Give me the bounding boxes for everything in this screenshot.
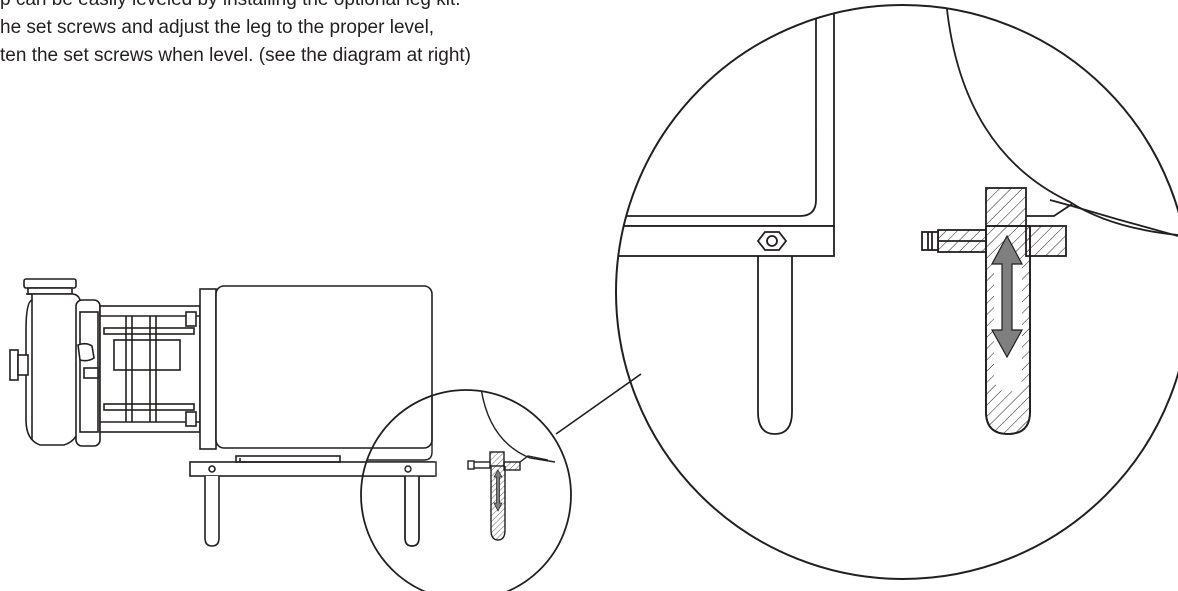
- leg-right: [404, 476, 420, 547]
- instruction-line-3: ten the set screws when level. (see the …: [0, 45, 472, 66]
- fan-shroud-curve: [945, 5, 1178, 236]
- large-detail-callout: [615, 4, 1178, 580]
- motor-housing-edge: [616, 5, 817, 217]
- pump-casing: [25, 293, 81, 446]
- instruction-text: p can be easily leveled by installing th…: [0, 0, 471, 70]
- instruction-line-2: he set screws and adjust the leg to the …: [0, 17, 435, 38]
- large-detail-circle: [615, 4, 1178, 580]
- motor-flange: [199, 288, 217, 450]
- leg-slot-left: [757, 256, 793, 435]
- instruction-line-1: p can be easily leveled by installing th…: [0, 0, 471, 14]
- inlet-flange: [23, 278, 77, 289]
- adjust-arrow-icon: [990, 234, 1024, 359]
- leg-left: [204, 476, 220, 547]
- base-plate-detail: [616, 225, 835, 257]
- leveling-nut: [756, 231, 788, 251]
- bracket-block: [985, 187, 1027, 227]
- discharge-flange: [9, 349, 19, 381]
- pump-assembly: [9, 278, 435, 547]
- motor-body: [215, 285, 433, 449]
- callout-connector: [555, 373, 642, 435]
- small-adjust-arrow: [493, 469, 503, 512]
- small-detail-circle: [360, 389, 572, 591]
- small-detail-callout: [360, 389, 572, 591]
